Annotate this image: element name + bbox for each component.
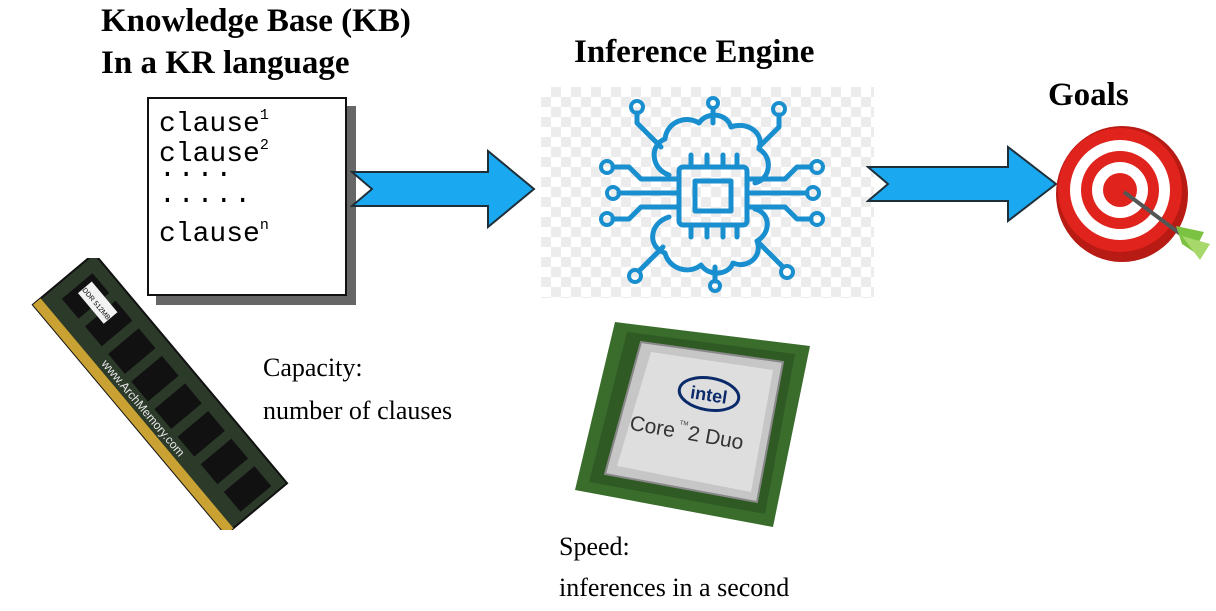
ram-module-icon: DDR 512MB www.ArchMemory.com <box>31 258 289 530</box>
speed-description: inferences in a second <box>559 573 790 602</box>
clause-n: clausen <box>159 211 269 250</box>
flow-arrow-kb-to-engine <box>350 148 536 230</box>
capacity-label: Capacity: <box>263 353 363 382</box>
engine-title: Inference Engine <box>574 34 815 70</box>
kb-title-line2: In a KR language <box>101 45 350 81</box>
clause-1-text: clause <box>159 109 260 140</box>
clause-n-sup: n <box>259 217 269 234</box>
kb-title: Knowledge Base (KB) In a KR language <box>101 0 411 84</box>
ai-brain-chip-icon <box>599 96 825 293</box>
ai-icon-panel <box>541 87 874 298</box>
clause-dots-2: ..... <box>159 180 254 211</box>
clause-2-sup: 2 <box>259 137 269 154</box>
clause-2: clause2 <box>159 131 269 170</box>
capacity-description: number of clauses <box>263 396 453 425</box>
clause-1: clause1 <box>159 101 269 140</box>
kb-clause-box: clause1 clause2 .... ..... clausen <box>147 97 347 296</box>
flow-arrow-engine-to-goals <box>866 144 1058 224</box>
clause-1-sup: 1 <box>259 107 269 124</box>
cpu-chip-icon: intel Core TM 2 Duo <box>575 322 810 527</box>
clause-dots-1: .... <box>159 154 235 185</box>
target-icon <box>1056 126 1210 262</box>
goals-title: Goals <box>1048 77 1129 113</box>
clause-n-text: clause <box>159 219 260 250</box>
clause-2-text: clause <box>159 139 260 170</box>
cpu-tm: TM <box>679 420 689 427</box>
kb-title-line1: Knowledge Base (KB) <box>101 3 411 39</box>
speed-label: Speed: <box>559 532 630 561</box>
